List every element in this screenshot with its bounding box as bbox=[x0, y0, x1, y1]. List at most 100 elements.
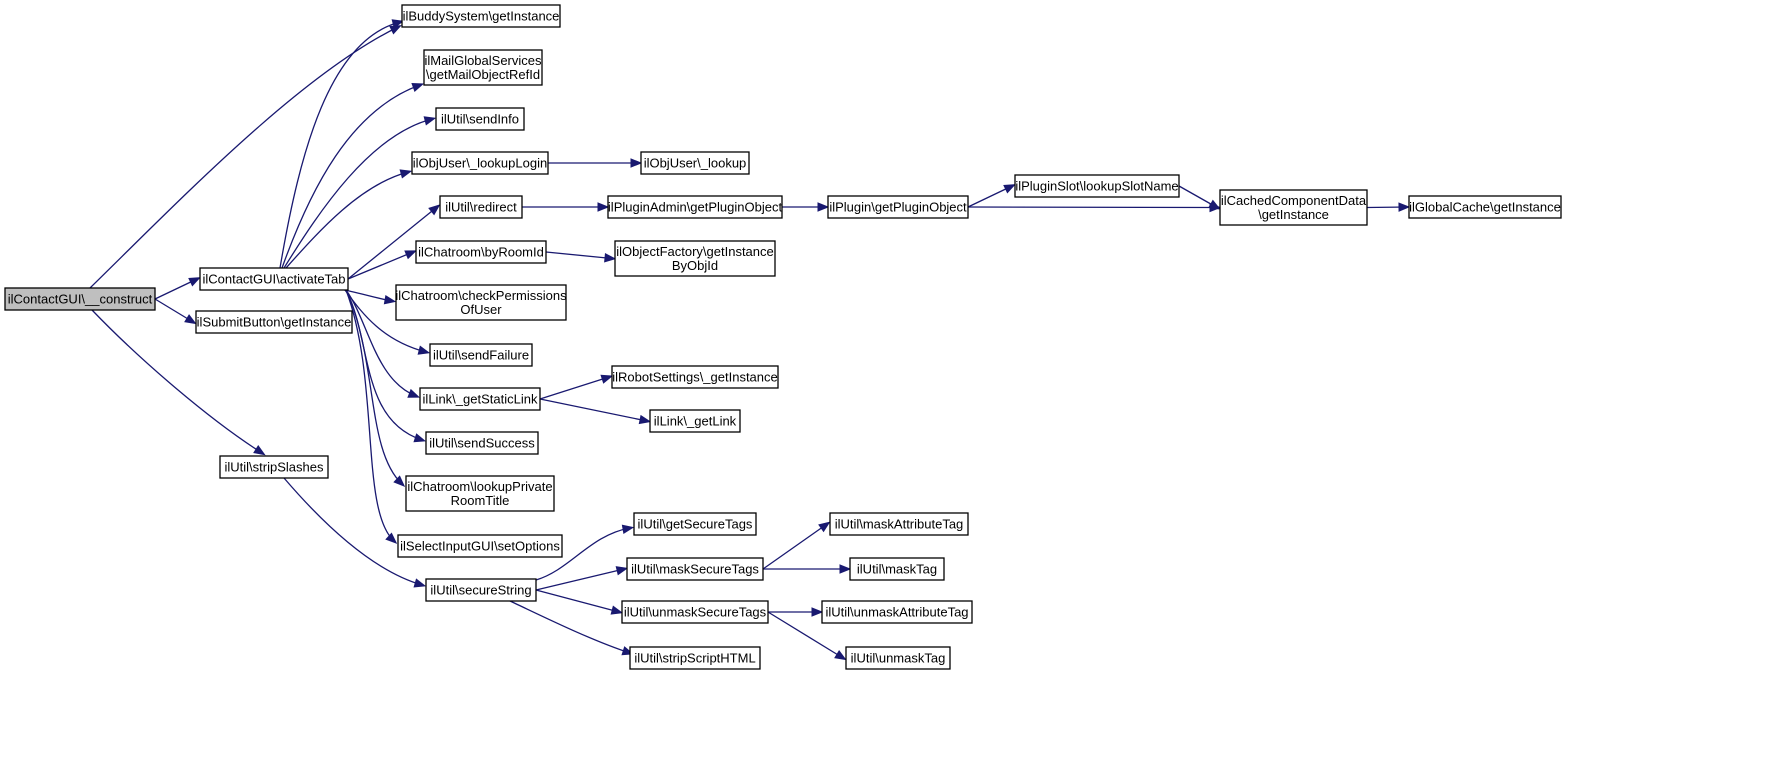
node-label: ilUtil\unmaskTag bbox=[851, 651, 946, 666]
node-box bbox=[423, 49, 543, 86]
node-n13[interactable]: ilUtil\sendSuccess bbox=[425, 431, 539, 455]
edge-arrowhead bbox=[615, 566, 629, 576]
edge-line bbox=[967, 185, 1013, 208]
node-n28[interactable]: ilUtil\unmaskSecureTags bbox=[621, 600, 769, 624]
node-label: ilUtil\maskTag bbox=[857, 562, 937, 577]
edge-n28-n32 bbox=[768, 607, 824, 617]
node-box bbox=[849, 557, 945, 581]
edge-n0-n2 bbox=[89, 25, 402, 289]
node-label: ilCachedComponentData bbox=[1221, 193, 1367, 208]
edge-arrowhead bbox=[1398, 202, 1411, 212]
edge-arrowhead bbox=[818, 521, 831, 533]
node-n27[interactable]: ilUtil\maskSecureTags bbox=[626, 557, 764, 581]
node-box bbox=[611, 365, 779, 389]
node-n23[interactable]: ilRobotSettings\_getInstance bbox=[611, 365, 779, 389]
node-n4[interactable]: ilUtil\stripSlashes bbox=[219, 455, 329, 479]
nodes-layer: ilContactGUI\__construct ilContactGUI\act… bbox=[4, 4, 1562, 670]
edge-arrowhead bbox=[383, 295, 397, 305]
node-label: ilSubmitButton\getInstance bbox=[197, 315, 352, 330]
node-box bbox=[4, 287, 156, 311]
edge-n0-n4 bbox=[91, 309, 266, 456]
edge-line bbox=[347, 206, 438, 280]
node-n0[interactable]: ilContactGUI\__construct bbox=[4, 287, 156, 311]
edge-line bbox=[281, 84, 421, 269]
node-box bbox=[435, 107, 525, 131]
node-n26[interactable]: ilUtil\getSecureTags bbox=[633, 512, 757, 536]
node-label: ilUtil\sendInfo bbox=[441, 112, 519, 127]
node-label: ilSelectInputGUI\setOptions bbox=[400, 539, 560, 554]
edge-n12-n24 bbox=[539, 398, 652, 425]
node-n12[interactable]: ilLink\_getStaticLink bbox=[419, 387, 541, 411]
node-n9[interactable]: ilChatroom\byRoomId bbox=[415, 240, 547, 264]
node-box bbox=[607, 195, 783, 219]
node-n31[interactable]: ilUtil\maskTag bbox=[849, 557, 945, 581]
node-n25[interactable]: ilUtil\secureString bbox=[425, 578, 537, 602]
node-n16[interactable]: ilObjUser\_lookup bbox=[640, 151, 750, 175]
node-n15[interactable]: ilSelectInputGUI\setOptions bbox=[397, 534, 563, 558]
node-label: \getMailObjectRefId bbox=[426, 67, 540, 82]
edge-n1-n5 bbox=[281, 83, 425, 269]
node-label: RoomTitle bbox=[451, 493, 510, 508]
node-n11[interactable]: ilUtil\sendFailure bbox=[429, 343, 533, 367]
edge-n1-n7 bbox=[285, 169, 413, 269]
edge-arrowhead bbox=[600, 374, 614, 384]
node-n33[interactable]: ilUtil\unmaskTag bbox=[845, 646, 951, 670]
edge-n1-n12 bbox=[345, 289, 421, 398]
node-n29[interactable]: ilUtil\stripScriptHTML bbox=[629, 646, 761, 670]
node-n8[interactable]: ilUtil\redirect bbox=[439, 195, 523, 219]
node-label: ilRobotSettings\_getInstance bbox=[612, 370, 778, 385]
node-n5[interactable]: ilMailGlobalServices\getMailObjectRefId bbox=[423, 49, 543, 86]
node-box bbox=[827, 195, 969, 219]
edge-line bbox=[535, 527, 631, 581]
node-n18[interactable]: ilPlugin\getPluginObject bbox=[827, 195, 969, 219]
node-label: ilLink\_getStaticLink bbox=[423, 392, 538, 407]
edge-line bbox=[535, 589, 620, 613]
edge-arrowhead bbox=[428, 204, 441, 216]
node-label: ilContactGUI\activateTab bbox=[202, 272, 345, 287]
edge-arrowhead bbox=[411, 83, 425, 92]
edge-n9-n22 bbox=[545, 251, 617, 263]
node-label: ilUtil\maskSecureTags bbox=[631, 562, 759, 577]
edge-n0-n3 bbox=[154, 298, 197, 325]
edge-line bbox=[345, 289, 395, 542]
node-n24[interactable]: ilLink\_getLink bbox=[649, 409, 741, 433]
edge-arrowhead bbox=[597, 202, 610, 212]
node-n17[interactable]: ilPluginAdmin\getPluginObject bbox=[607, 195, 783, 219]
node-box bbox=[405, 475, 555, 512]
node-label: ilChatroom\checkPermissions bbox=[395, 288, 567, 303]
node-n20[interactable]: ilCachedComponentData\getInstance bbox=[1219, 189, 1368, 226]
edge-n18-n19 bbox=[967, 184, 1016, 208]
edge-line bbox=[345, 289, 403, 485]
edge-arrowhead bbox=[393, 475, 406, 487]
node-box bbox=[411, 151, 549, 175]
node-n3[interactable]: ilSubmitButton\getInstance bbox=[195, 310, 353, 334]
node-n19[interactable]: ilPluginSlot\lookupSlotName bbox=[1014, 174, 1180, 198]
node-box bbox=[829, 512, 969, 536]
node-n21[interactable]: ilGlobalCache\getInstance bbox=[1408, 195, 1562, 219]
edge-n1-n8 bbox=[347, 204, 441, 280]
node-box bbox=[649, 409, 741, 433]
node-n7[interactable]: ilObjUser\_lookupLogin bbox=[411, 151, 549, 175]
node-label: ilUtil\unmaskSecureTags bbox=[624, 605, 767, 620]
edge-n1-n14 bbox=[345, 289, 406, 487]
node-label: ilUtil\getSecureTags bbox=[638, 517, 753, 532]
node-n32[interactable]: ilUtil\unmaskAttributeTag bbox=[821, 600, 973, 624]
node-label: ilChatroom\byRoomId bbox=[418, 245, 544, 260]
edge-line bbox=[345, 289, 417, 397]
edge-n25-n29 bbox=[509, 600, 635, 656]
node-n6[interactable]: ilUtil\sendInfo bbox=[435, 107, 525, 131]
edge-arrowhead bbox=[407, 388, 421, 398]
edge-n12-n23 bbox=[539, 374, 614, 400]
edge-n25-n28 bbox=[535, 589, 624, 615]
node-n30[interactable]: ilUtil\maskAttributeTag bbox=[829, 512, 969, 536]
node-box bbox=[415, 240, 547, 264]
edge-line bbox=[91, 309, 263, 454]
node-n1[interactable]: ilContactGUI\activateTab bbox=[199, 267, 349, 291]
edge-n19-n20 bbox=[1178, 185, 1221, 210]
edge-arrowhead bbox=[399, 169, 413, 179]
node-n2[interactable]: ilBuddySystem\getInstance bbox=[401, 4, 561, 28]
edge-line bbox=[154, 278, 198, 300]
